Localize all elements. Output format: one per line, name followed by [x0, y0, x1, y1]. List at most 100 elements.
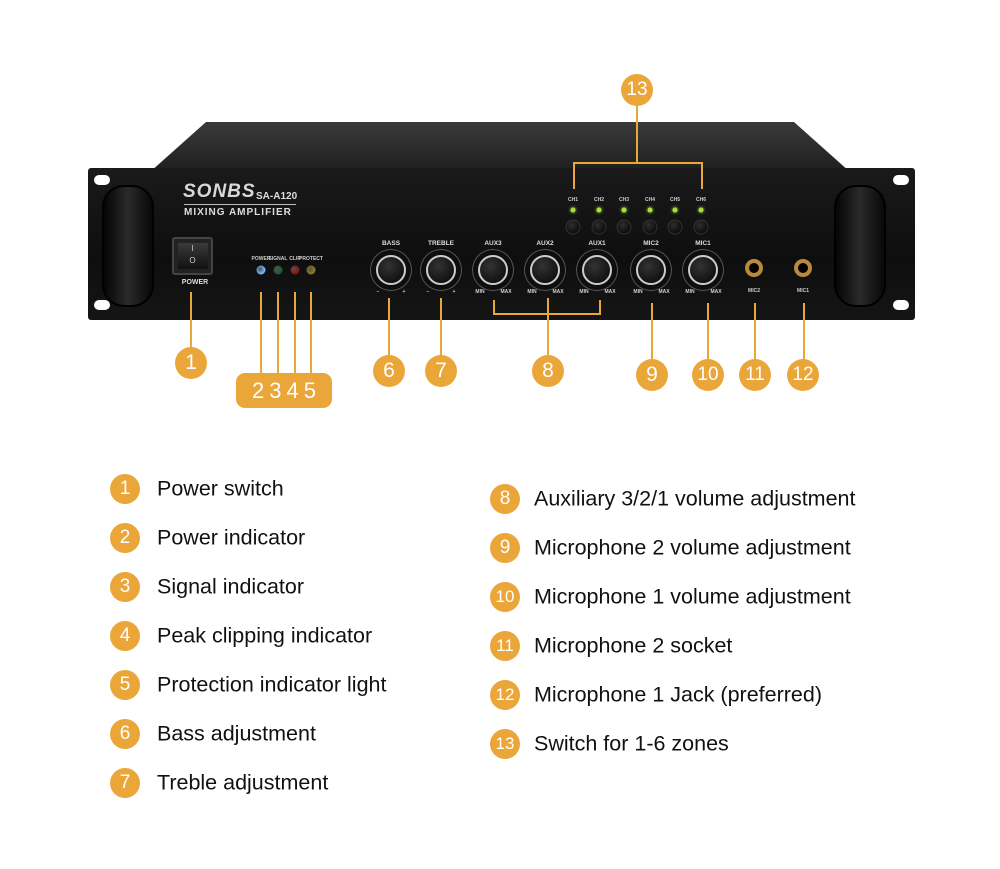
aux3-knob[interactable]: [478, 255, 508, 285]
power-switch-label: POWER: [181, 279, 209, 286]
indicator-led-signal: [273, 265, 283, 275]
legend-text: Auxiliary 3/2/1 volume adjustment: [534, 486, 856, 511]
channel-4-button[interactable]: [642, 219, 658, 235]
bass-knob[interactable]: [376, 255, 406, 285]
legend-number: 1: [110, 474, 140, 504]
channel-label: CH6: [695, 197, 707, 203]
knob-max-label: +: [402, 289, 406, 295]
legend-number: 13: [490, 729, 520, 759]
indicator-led-power: [256, 265, 266, 275]
callout-line: [573, 162, 575, 189]
legend-number: 3: [110, 572, 140, 602]
legend-number: 2: [110, 523, 140, 553]
amplifier-front-panel: [88, 168, 915, 320]
model-number: SA-A120: [256, 191, 298, 202]
knob-min-label: MIN: [475, 289, 485, 295]
callout-line: [388, 298, 390, 356]
legend-text: Power indicator: [157, 525, 306, 550]
callout-line: [707, 303, 709, 360]
callout-7: 7: [425, 355, 457, 387]
callout-1: 1: [175, 347, 207, 379]
legend-text: Bass adjustment: [157, 721, 316, 746]
indicator-label: POWER: [251, 256, 271, 262]
treble-knob[interactable]: [426, 255, 456, 285]
knob-max-label: +: [452, 289, 456, 295]
callout-line: [294, 292, 296, 374]
knob-label: BASS: [381, 240, 401, 247]
callout-3: 3: [269, 377, 282, 403]
legend-number: 8: [490, 484, 520, 514]
jack-label: MIC1: [797, 288, 809, 294]
indicator-label: SIGNAL: [268, 256, 288, 262]
mic1-jack[interactable]: [794, 259, 812, 277]
legend-number: 10: [490, 582, 520, 612]
callout-line: [547, 298, 549, 356]
channel-led: [647, 207, 653, 213]
callout-line: [701, 162, 703, 189]
indicator-label: PROTECT: [299, 256, 323, 262]
callout-5: 5: [303, 377, 316, 403]
legend-number: 9: [490, 533, 520, 563]
aux2-knob[interactable]: [530, 255, 560, 285]
callout-10: 10: [692, 359, 724, 391]
legend-text: Treble adjustment: [157, 770, 329, 795]
knob-max-label: MAX: [500, 289, 512, 295]
callout-line: [440, 298, 442, 356]
callout-line: [651, 303, 653, 360]
channel-3-button[interactable]: [616, 219, 632, 235]
legend-number: 11: [490, 631, 520, 661]
mic1-knob[interactable]: [688, 255, 718, 285]
channel-6-button[interactable]: [693, 219, 709, 235]
aux1-knob[interactable]: [582, 255, 612, 285]
channel-label: CH4: [644, 197, 656, 203]
legend-text: Microphone 2 volume adjustment: [534, 535, 851, 560]
rack-ear-hole: [893, 300, 909, 310]
legend-number: 5: [110, 670, 140, 700]
legend-text: Switch for 1-6 zones: [534, 731, 729, 756]
callout-13: 13: [621, 74, 653, 106]
amplifier-top-lid: [150, 122, 850, 172]
right-handle: [834, 185, 886, 307]
channel-5-button[interactable]: [667, 219, 683, 235]
mic2-knob[interactable]: [636, 255, 666, 285]
mic2-jack[interactable]: [745, 259, 763, 277]
channel-label: CH3: [618, 197, 630, 203]
callout-bracket: [573, 162, 703, 164]
knob-max-label: MAX: [604, 289, 616, 295]
channel-led: [698, 207, 704, 213]
indicator-led-protect: [306, 265, 316, 275]
legend-text: Peak clipping indicator: [157, 623, 373, 648]
legend-text: Microphone 1 volume adjustment: [534, 584, 851, 609]
channel-led: [596, 207, 602, 213]
callout-group-2-5: 2 3 4 5: [236, 373, 332, 408]
callout-line: [803, 303, 805, 360]
channel-label: CH1: [567, 197, 579, 203]
rack-ear-hole: [94, 175, 110, 185]
knob-min-label: −: [426, 289, 430, 295]
brand-logo: SONBS: [183, 181, 256, 202]
legend-number: 7: [110, 768, 140, 798]
knob-min-label: MIN: [633, 289, 643, 295]
rack-ear-hole: [893, 175, 909, 185]
callout-4: 4: [286, 377, 299, 403]
callout-8: 8: [532, 355, 564, 387]
knob-label: MIC1: [695, 240, 711, 247]
callout-line: [310, 292, 312, 374]
channel-led: [570, 207, 576, 213]
callout-12: 12: [787, 359, 819, 391]
knob-label: AUX2: [536, 240, 554, 247]
callout-line: [277, 292, 279, 374]
callout-line: [493, 300, 495, 314]
legend-number: 6: [110, 719, 140, 749]
knob-max-label: MAX: [552, 289, 564, 295]
legend-text: Signal indicator: [157, 574, 305, 599]
channel-1-button[interactable]: [565, 219, 581, 235]
channel-led: [621, 207, 627, 213]
callout-6: 6: [373, 355, 405, 387]
channel-label: CH5: [669, 197, 681, 203]
device-subtitle: MIXING AMPLIFIER: [184, 204, 296, 218]
callout-line: [599, 300, 601, 314]
channel-2-button[interactable]: [591, 219, 607, 235]
knob-max-label: MAX: [710, 289, 722, 295]
